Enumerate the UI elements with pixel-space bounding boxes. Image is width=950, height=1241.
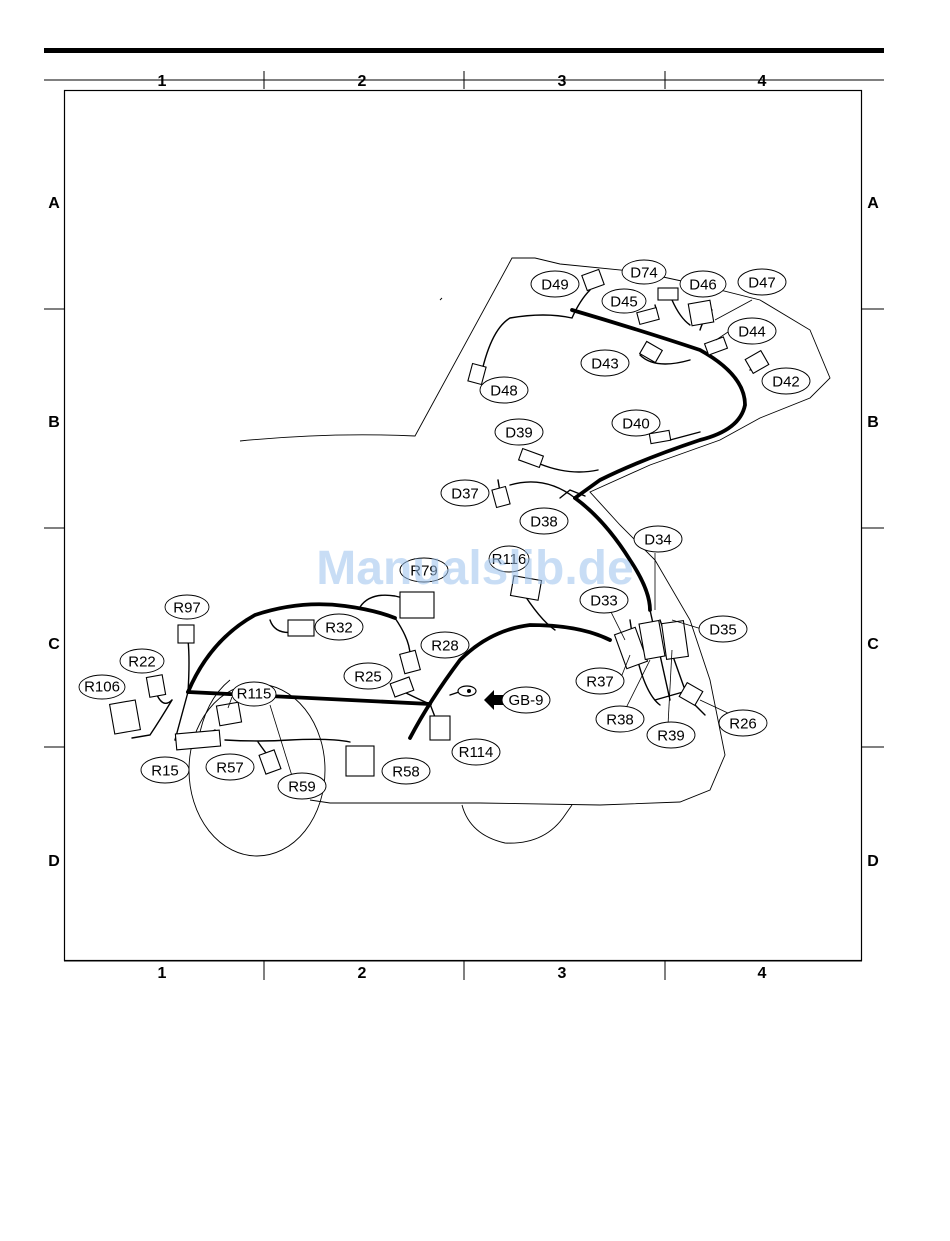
row-label-right-b: B xyxy=(867,414,879,431)
connector-callout-r32: R32 xyxy=(315,614,363,640)
header-rule xyxy=(44,48,884,53)
row-label-right-c: C xyxy=(867,636,879,653)
connector-callout-r58: R58 xyxy=(382,758,430,784)
connector-callout-d47: D47 xyxy=(738,269,786,295)
connector-callout-d43: D43 xyxy=(581,350,629,376)
row-label-right-a: A xyxy=(867,195,879,212)
callout-label: R26 xyxy=(729,715,757,732)
connector-callout-d42: D42 xyxy=(762,368,810,394)
connector-callout-r38: R38 xyxy=(596,706,644,732)
col-label-top-2: 2 xyxy=(358,73,367,90)
branch-wires xyxy=(132,290,762,758)
callout-label: D40 xyxy=(622,415,650,432)
connector-callout-r39: R39 xyxy=(647,722,695,748)
callout-label: R15 xyxy=(151,762,179,779)
connector-callout-r106: R106 xyxy=(79,675,125,699)
callout-label: D42 xyxy=(772,373,800,390)
callout-label: D46 xyxy=(689,276,717,293)
callout-label: D39 xyxy=(505,424,533,441)
connector-callout-d45: D45 xyxy=(602,289,646,313)
callout-label: R57 xyxy=(216,759,244,776)
connector-callout-d38: D38 xyxy=(520,508,568,534)
callout-label: D48 xyxy=(490,382,518,399)
callout-label: R38 xyxy=(606,711,634,728)
connector-callout-d46: D46 xyxy=(680,271,726,297)
grid-labels: 1 2 3 4 1 2 3 4 A B C D A B C D xyxy=(48,73,879,982)
column-scale-bottom xyxy=(64,961,862,980)
row-label-left-a: A xyxy=(48,195,60,212)
connector-callout-d34: D34 xyxy=(634,526,682,552)
callout-label: D49 xyxy=(541,276,569,293)
row-label-right-d: D xyxy=(867,853,879,870)
connector-callout-r97: R97 xyxy=(165,595,209,619)
main-harness xyxy=(188,310,745,738)
ground-arrow-icon xyxy=(484,690,504,710)
callout-label: R32 xyxy=(325,619,353,636)
connector-callout-r59: R59 xyxy=(278,773,326,799)
callout-label: R22 xyxy=(128,653,156,670)
callout-label: R114 xyxy=(459,744,494,761)
connector-callout-d48: D48 xyxy=(480,377,528,403)
row-label-left-b: B xyxy=(48,414,60,431)
watermark: Manualslib.de xyxy=(316,542,633,595)
col-label-bottom-4: 4 xyxy=(758,965,767,982)
connector-callout-r28: R28 xyxy=(421,632,469,658)
callout-label: R106 xyxy=(84,679,120,696)
callout-label: R59 xyxy=(288,778,316,795)
connector-callout-d49: D49 xyxy=(531,271,579,297)
col-label-top-4: 4 xyxy=(758,73,767,90)
connector-callout-r15: R15 xyxy=(141,757,189,783)
row-ticks xyxy=(44,309,884,747)
callout-label: D74 xyxy=(630,264,658,281)
connector-callout-d44: D44 xyxy=(728,318,776,344)
callout-label: R115 xyxy=(237,686,272,703)
connector-callout-r114: R114 xyxy=(452,739,500,765)
connector-callout-d40: D40 xyxy=(612,410,660,436)
connector-callout-r25: R25 xyxy=(344,663,392,689)
ground-terminal-gb9 xyxy=(458,686,476,696)
callout-label: D37 xyxy=(451,485,479,502)
connector-callout-r57: R57 xyxy=(206,754,254,780)
connector-callout-d74: D74 xyxy=(622,260,666,284)
row-label-left-c: C xyxy=(48,636,60,653)
callout-label: D47 xyxy=(748,274,776,291)
callout-label: R25 xyxy=(354,668,382,685)
col-label-top-3: 3 xyxy=(558,73,567,90)
callout-label: GB-9 xyxy=(508,692,543,709)
callout-label: D44 xyxy=(738,323,766,340)
connector-callout-r37: R37 xyxy=(576,668,624,694)
callout-label: R37 xyxy=(586,673,614,690)
connector-callout-d35: D35 xyxy=(699,616,747,642)
callout-label: R58 xyxy=(392,763,420,780)
connector-callout-d37: D37 xyxy=(441,480,489,506)
col-label-bottom-2: 2 xyxy=(358,965,367,982)
callout-label: R39 xyxy=(657,727,685,744)
callout-label: R28 xyxy=(431,637,459,654)
col-label-bottom-3: 3 xyxy=(558,965,567,982)
connector-callout-r22: R22 xyxy=(120,649,164,673)
callout-label: D45 xyxy=(610,293,638,310)
row-label-left-d: D xyxy=(48,853,60,870)
connector-callout-r115: R115 xyxy=(232,682,276,706)
connector-callout-d39: D39 xyxy=(495,419,543,445)
connector-callout-r26: R26 xyxy=(719,710,767,736)
col-label-bottom-1: 1 xyxy=(158,965,167,982)
callout-label: R97 xyxy=(173,599,201,616)
callout-label: D34 xyxy=(644,531,672,548)
callout-label: D43 xyxy=(591,355,619,372)
connector-callout-gb-9: GB-9 xyxy=(502,687,550,713)
diagram-frame xyxy=(65,91,862,961)
col-label-top-1: 1 xyxy=(158,73,167,90)
callout-label: D38 xyxy=(530,513,558,530)
callout-label: D35 xyxy=(709,621,737,638)
